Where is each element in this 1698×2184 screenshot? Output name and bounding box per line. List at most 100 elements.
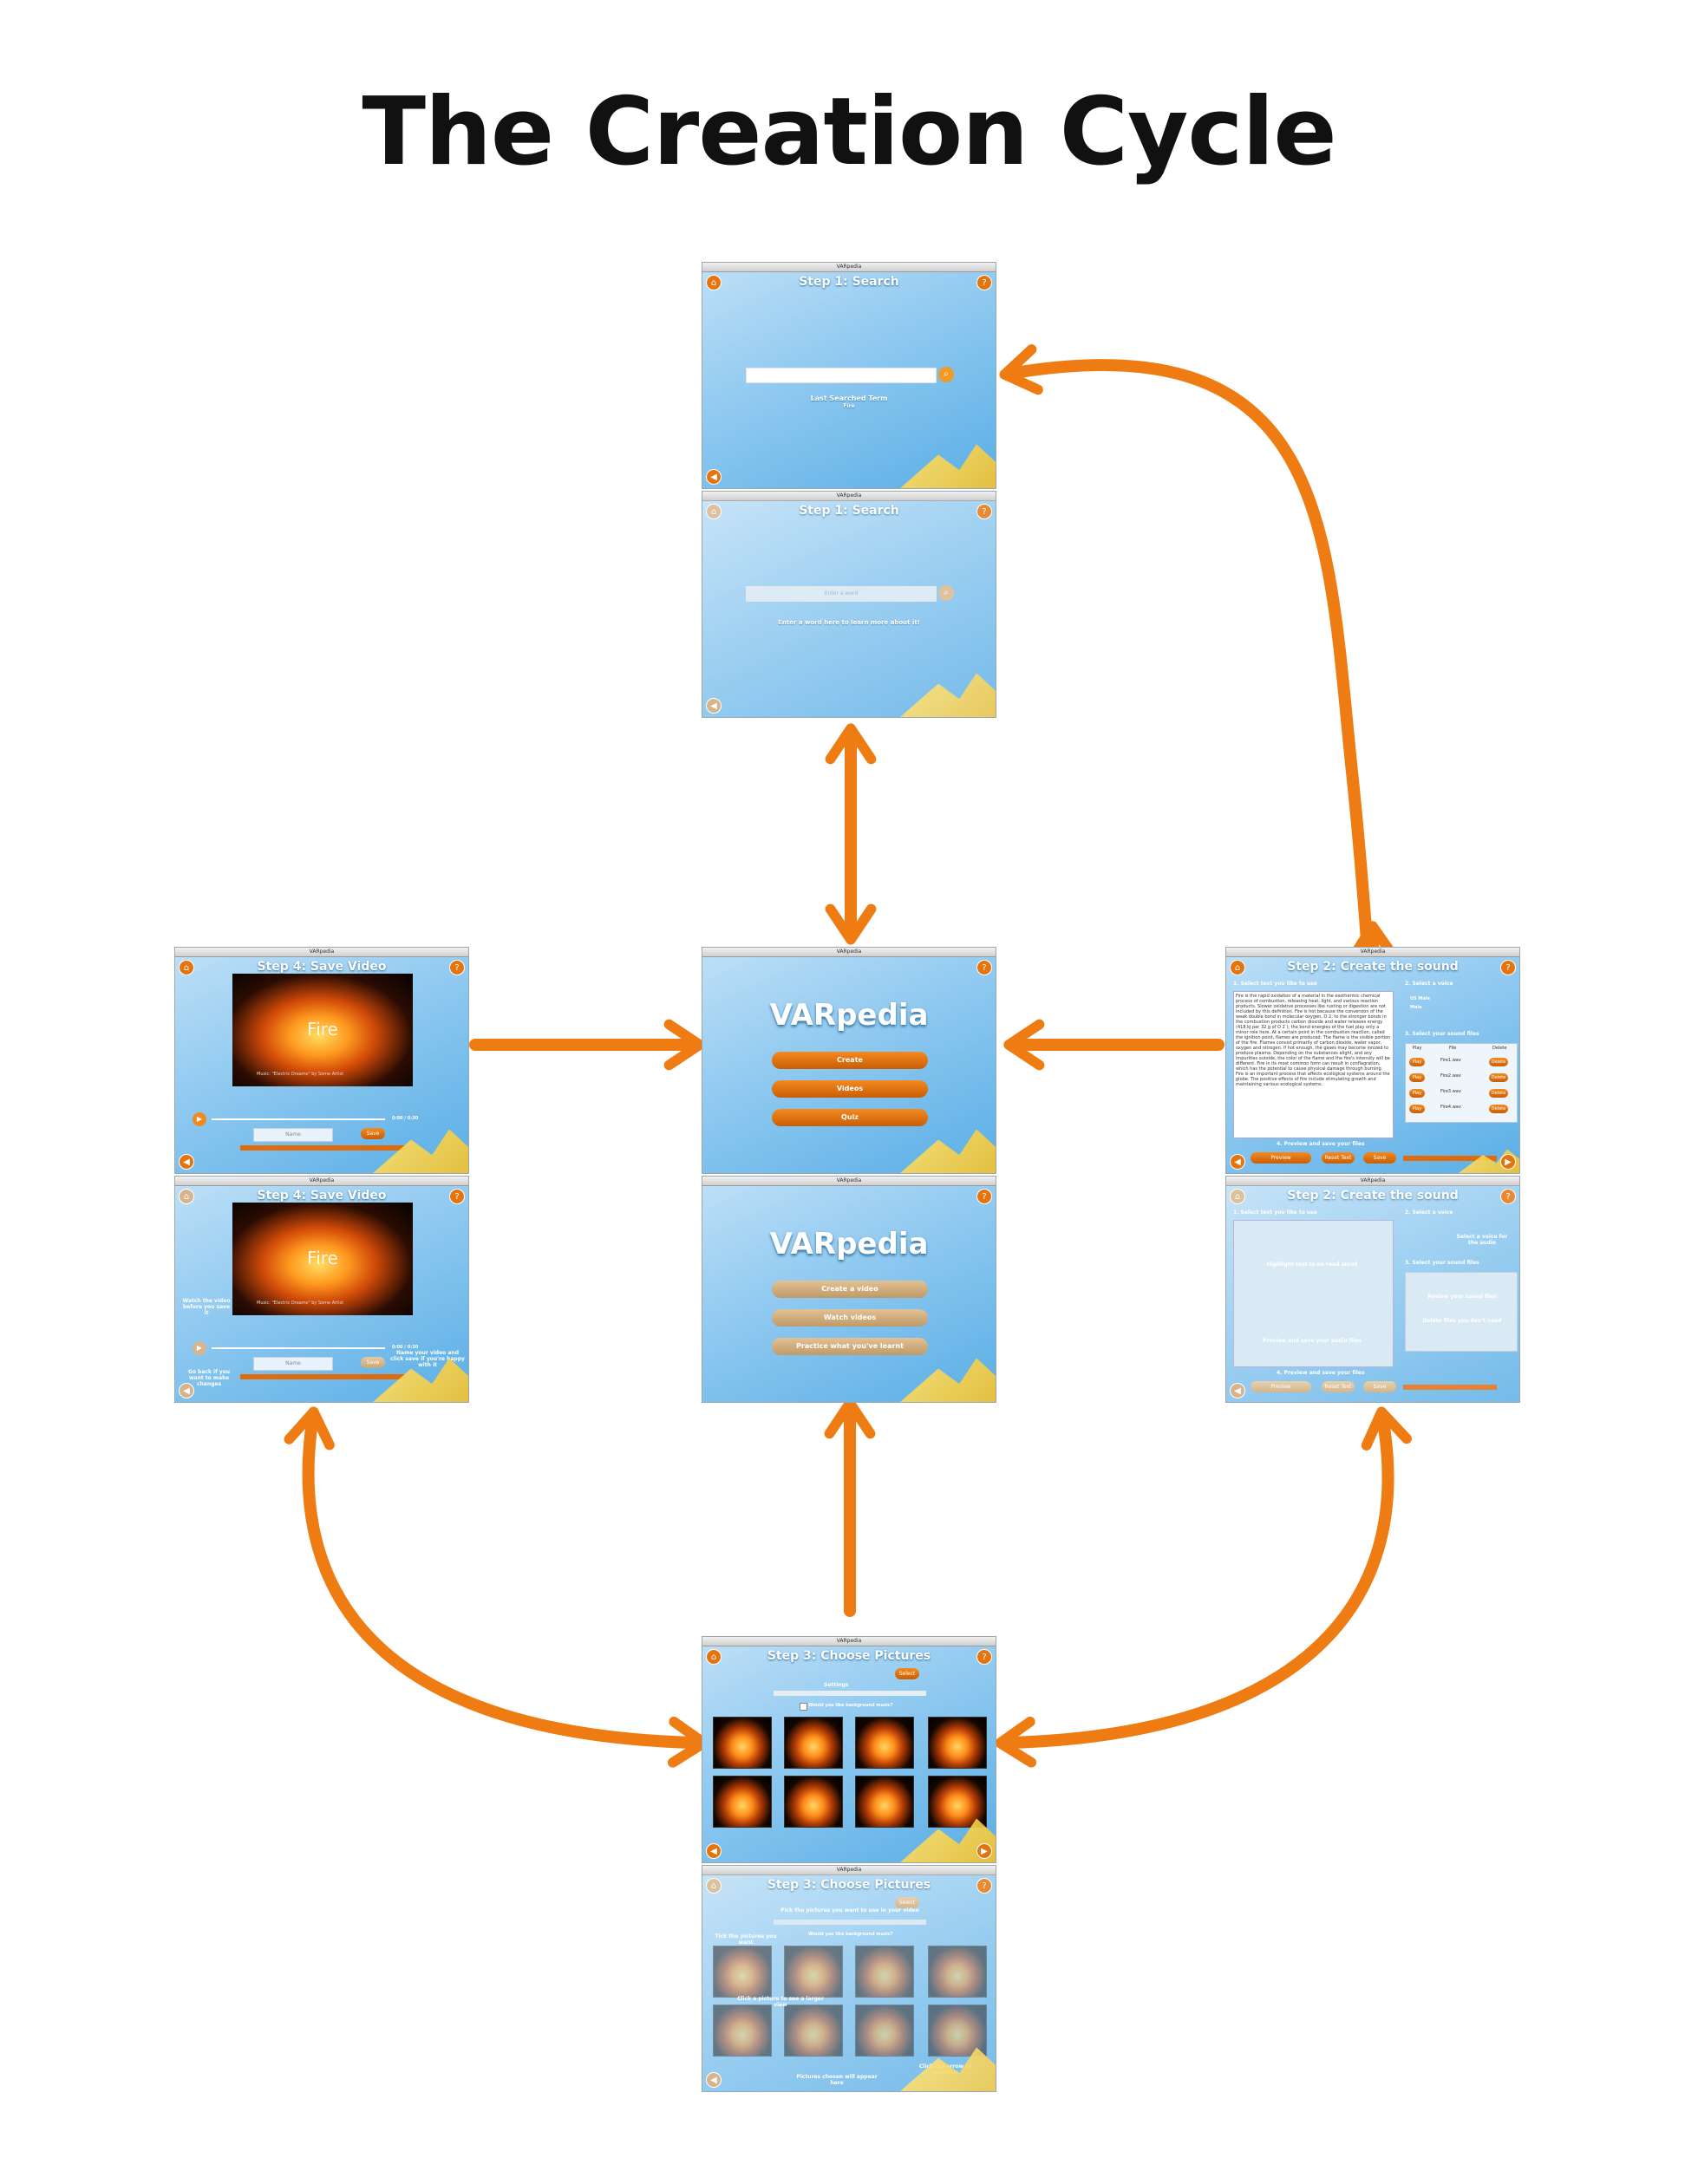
sound-files-table: Play File Delete Play Fire1.wav Delete P…	[1405, 1043, 1518, 1123]
back-arrow-icon[interactable]: ◀	[179, 1383, 194, 1398]
video-player[interactable]: Fire Music: "Electric Dreams" by Some Ar…	[232, 1203, 413, 1315]
video-overlay-text: Fire	[307, 1019, 338, 1040]
help-icon[interactable]: ?	[1500, 960, 1516, 975]
music-checkbox[interactable]	[800, 1703, 807, 1711]
home-icon[interactable]: ⌂	[1230, 960, 1245, 975]
save-sound-button[interactable]: Save	[1363, 1381, 1396, 1392]
picture-thumbnail[interactable]	[855, 1717, 914, 1769]
back-arrow-icon[interactable]: ◀	[706, 698, 722, 714]
play-icon[interactable]: ▶	[193, 1341, 206, 1355]
step-title: Step 3: Choose Pictures	[767, 1878, 931, 1892]
help-icon[interactable]: ?	[976, 1189, 992, 1204]
settings-slider[interactable]	[774, 1920, 926, 1925]
picture-thumbnail[interactable]	[784, 1717, 843, 1769]
home-icon[interactable]: ⌂	[179, 960, 194, 975]
picture-thumbnail[interactable]	[784, 2005, 843, 2057]
decoration-shape	[900, 1129, 996, 1173]
search-input[interactable]: Enter a word	[746, 586, 937, 602]
play-button[interactable]: Play	[1409, 1089, 1425, 1098]
home-icon[interactable]: ⌂	[179, 1189, 194, 1204]
video-name-input[interactable]: Name	[253, 1357, 333, 1371]
picture-thumbnail[interactable]	[713, 1717, 772, 1769]
back-arrow-icon[interactable]: ◀	[706, 2072, 722, 2088]
home-icon[interactable]: ⌂	[1230, 1189, 1245, 1204]
help-icon[interactable]: ?	[449, 960, 465, 975]
delete-button[interactable]: Delete	[1489, 1105, 1508, 1113]
save-button[interactable]: Save	[361, 1128, 385, 1139]
search-icon[interactable]: ⌕	[938, 367, 954, 382]
settings-slider[interactable]	[774, 1691, 926, 1696]
column-header-delete: Delete	[1492, 1046, 1507, 1051]
picture-thumbnail[interactable]	[855, 2005, 914, 2057]
preview-button[interactable]: Preview	[1251, 1152, 1311, 1164]
help-icon[interactable]: ?	[449, 1189, 465, 1204]
video-name-input[interactable]: Name	[253, 1128, 333, 1142]
picture-thumbnail[interactable]	[855, 1946, 914, 1998]
source-text-area[interactable]: Fire is the rapid oxidation of a materia…	[1233, 991, 1394, 1138]
back-arrow-icon[interactable]: ◀	[1230, 1383, 1245, 1398]
home-icon[interactable]: ⌂	[706, 1878, 722, 1894]
select-button[interactable]: Select	[895, 1897, 919, 1908]
save-button[interactable]: Save	[361, 1357, 385, 1368]
picture-thumbnail[interactable]	[784, 1776, 843, 1828]
play-button[interactable]: Play	[1409, 1058, 1425, 1066]
play-button[interactable]: Play	[1409, 1073, 1425, 1082]
picture-thumbnail[interactable]	[713, 1946, 772, 1998]
help-icon[interactable]: ?	[976, 1649, 992, 1665]
quiz-button[interactable]: Quiz	[772, 1109, 928, 1126]
help-icon[interactable]: ?	[976, 960, 992, 975]
picture-thumbnail[interactable]	[713, 2005, 772, 2057]
voice-option-2[interactable]: Male	[1410, 1005, 1422, 1010]
reset-text-button[interactable]: Reset Text	[1322, 1152, 1355, 1164]
picture-thumbnail[interactable]	[928, 1776, 987, 1828]
next-arrow-icon[interactable]: ▶	[976, 1843, 992, 1859]
picture-thumbnail[interactable]	[713, 1776, 772, 1828]
seek-slider[interactable]	[212, 1347, 385, 1349]
delete-button[interactable]: Delete	[1489, 1058, 1508, 1066]
save-sound-button[interactable]: Save	[1363, 1152, 1396, 1164]
picture-thumbnail[interactable]	[928, 2005, 987, 2057]
pictures-screen-help: VARpedia ⌂ ? Step 3: Choose Pictures Sel…	[702, 1865, 996, 2092]
create-button[interactable]: Create	[772, 1052, 928, 1069]
back-arrow-icon[interactable]: ◀	[179, 1154, 194, 1170]
file-name: Fire2.wav	[1440, 1073, 1461, 1079]
quiz-button[interactable]: Practice what you've learnt	[772, 1338, 928, 1355]
picture-thumbnail[interactable]	[855, 1776, 914, 1828]
search-icon[interactable]: ⌕	[938, 585, 954, 601]
create-button[interactable]: Create a video	[772, 1281, 928, 1298]
picture-thumbnail[interactable]	[784, 1946, 843, 1998]
search-input[interactable]	[746, 368, 937, 383]
videos-button[interactable]: Videos	[772, 1080, 928, 1098]
column-header-file: File	[1449, 1046, 1457, 1051]
next-arrow-icon[interactable]: ▶	[1500, 1154, 1516, 1170]
delete-button[interactable]: Delete	[1489, 1089, 1508, 1098]
back-annotation: Go back if you want to make changes	[187, 1369, 231, 1387]
left-annotation: Tick the pictures you want	[715, 1933, 777, 1946]
help-icon[interactable]: ?	[976, 504, 992, 519]
play-icon[interactable]: ▶	[193, 1112, 206, 1126]
reset-text-button[interactable]: Reset Text	[1322, 1381, 1355, 1392]
home-icon[interactable]: ⌂	[706, 275, 722, 290]
video-player[interactable]: Fire Music: "Electric Dreams" by Some Ar…	[232, 974, 413, 1086]
videos-button[interactable]: Watch videos	[772, 1309, 928, 1327]
back-arrow-icon[interactable]: ◀	[1230, 1154, 1245, 1170]
home-icon[interactable]: ⌂	[706, 1649, 722, 1665]
help-icon[interactable]: ?	[976, 275, 992, 290]
voice-option-1[interactable]: US Male	[1410, 996, 1430, 1001]
window-titlebar: VARpedia	[1226, 948, 1519, 957]
help-icon[interactable]: ?	[1500, 1189, 1516, 1204]
source-text-area[interactable]: Highlight text to be read aloud Preview …	[1233, 1220, 1394, 1367]
play-button[interactable]: Play	[1409, 1105, 1425, 1113]
preview-button[interactable]: Preview	[1251, 1381, 1311, 1392]
top-annotation: Pick the pictures you want to use in you…	[780, 1907, 919, 1913]
seek-slider[interactable]	[212, 1118, 385, 1120]
delete-button[interactable]: Delete	[1489, 1073, 1508, 1082]
home-icon[interactable]: ⌂	[706, 504, 722, 519]
progress-bar	[1403, 1385, 1497, 1390]
picture-thumbnail[interactable]	[928, 1717, 987, 1769]
select-button[interactable]: Select	[895, 1668, 919, 1679]
help-icon[interactable]: ?	[976, 1878, 992, 1894]
back-arrow-icon[interactable]: ◀	[706, 1843, 722, 1859]
back-arrow-icon[interactable]: ◀	[706, 469, 722, 485]
picture-thumbnail[interactable]	[928, 1946, 987, 1998]
